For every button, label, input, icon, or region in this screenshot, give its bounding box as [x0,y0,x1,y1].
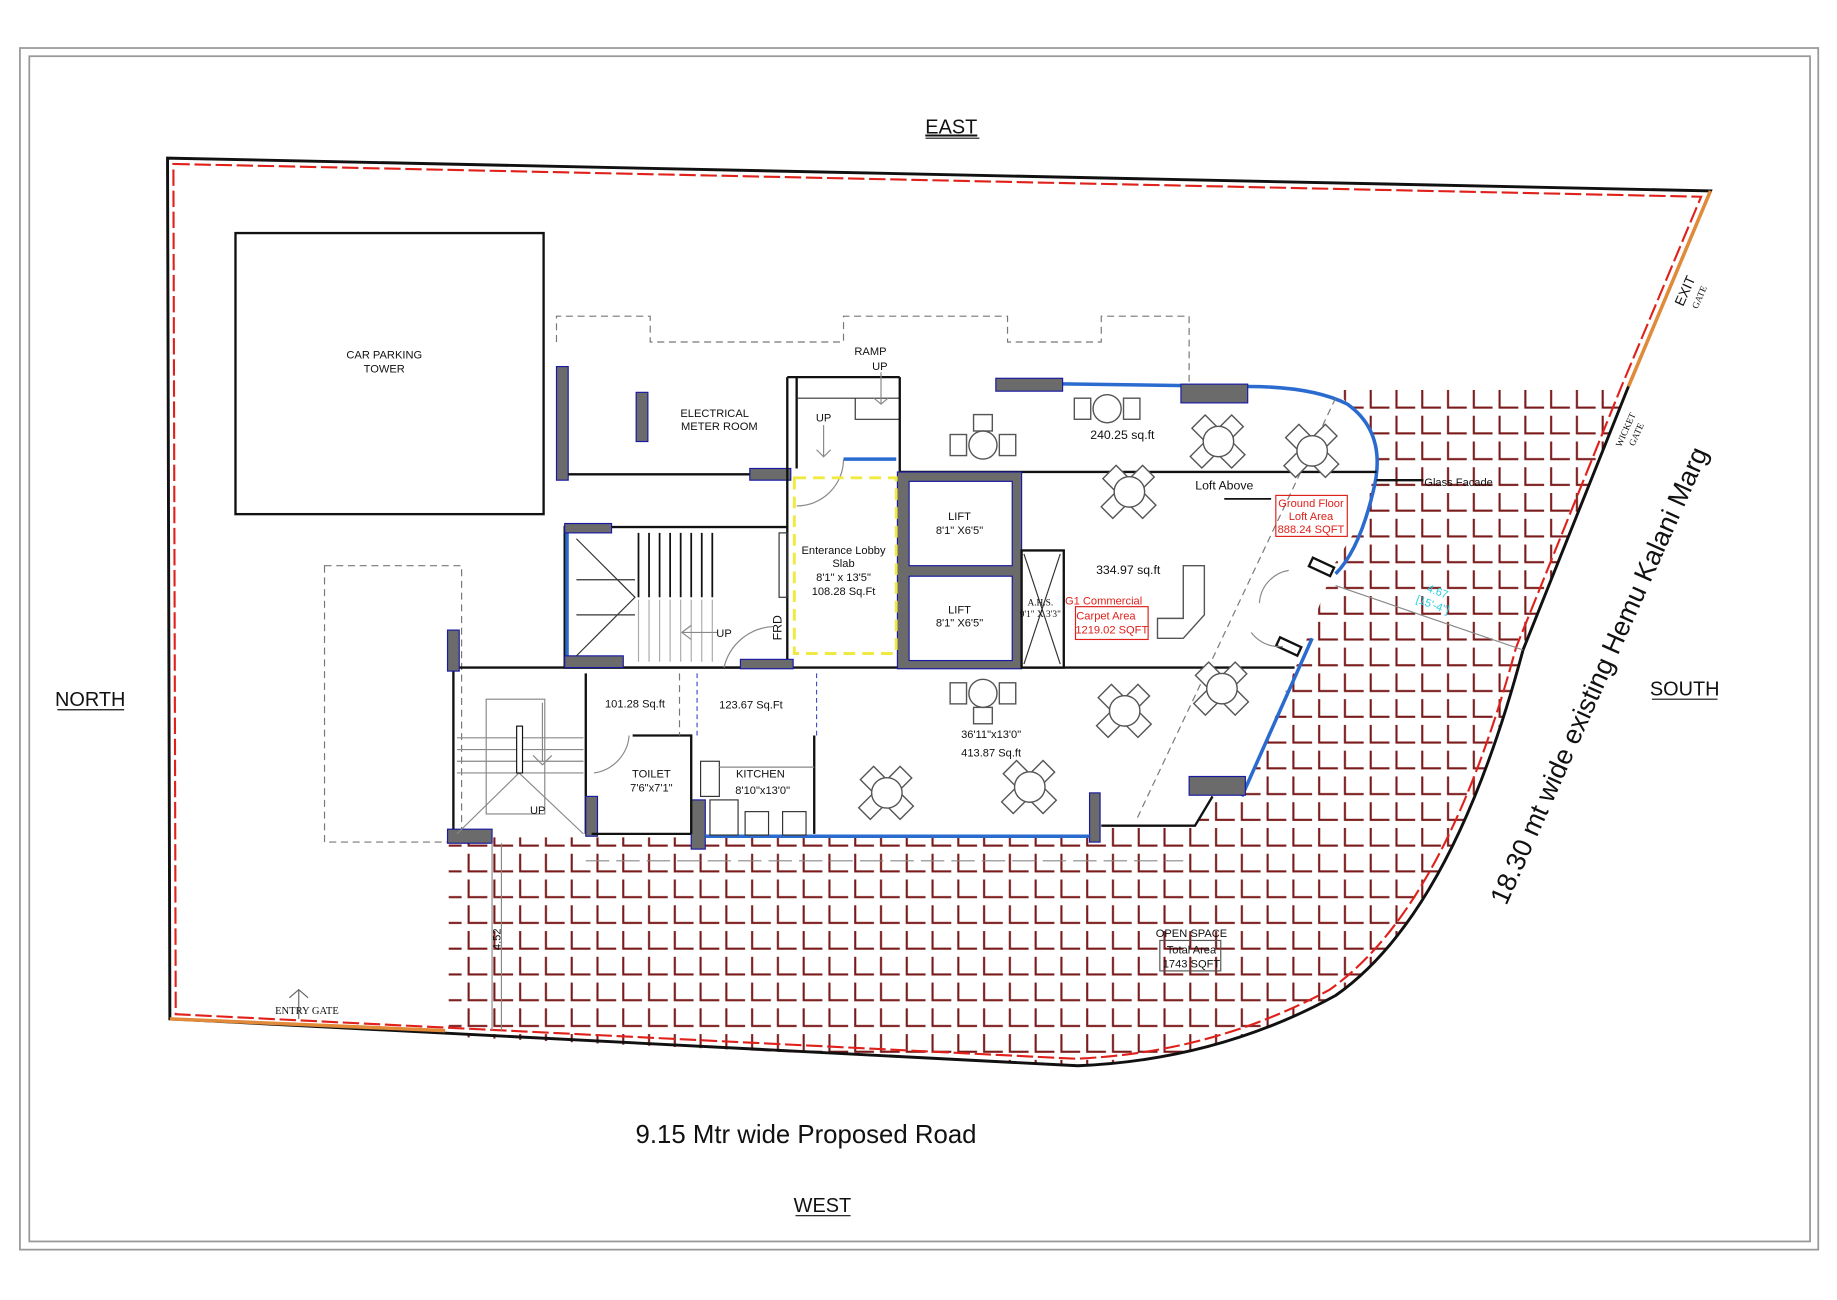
carpet-area-label: Carpet Area [1076,611,1136,623]
kitchen-size: 8'10"x13'0" [735,785,790,797]
area-101-label: 101.28 Sq.ft [605,698,665,710]
toilet-label: TOILET [632,769,671,781]
lobby-label-2: Slab [832,558,854,570]
loft-area-label-1: Ground Floor [1278,498,1344,510]
upper-outline-dashed [555,315,1190,387]
electrical-room [555,365,792,481]
lift-2 [908,575,1013,662]
loft-area-label-3: 888.24 SQFT [1278,524,1345,536]
plot-boundary [166,156,1713,1068]
up-label-stair: UP [716,628,731,640]
g1-commercial-label: G1 Commercial [1065,595,1142,607]
carpet-area-value: 1219.02 SQFT [1075,625,1148,637]
hall-area: 413.87 Sq.ft [961,748,1021,760]
up-label-lower: UP [530,805,545,817]
lift-1 [908,480,1013,567]
main-staircase [563,522,794,670]
ramp-label: RAMP [854,346,886,358]
sheet-border-outer [19,47,1820,1251]
compass-east: EAST [925,117,977,139]
glass-facade-label: Glass Facade [1424,477,1493,489]
open-space-hatch [448,386,1629,1066]
dining-table-4-seat [1000,759,1058,815]
loft-area-label-2: Loft Area [1289,511,1334,523]
ramp-stair [786,372,900,528]
ahs-label: A.H.S. [1027,598,1053,608]
lift2-size: 8'1" X6'5" [936,618,983,630]
dining-table-4-seat [1100,464,1157,520]
lower-block [446,629,1184,1031]
electrical-label-2: METER ROOM [681,421,758,433]
up-label-ramp: UP [816,413,831,425]
front-area-label: 240.25 sq.ft [1090,428,1155,442]
open-space-label: OPEN SPACE [1156,928,1227,940]
dimension-452: 4.52 [491,928,503,950]
lobby-area: 108.28 Sq.Ft [812,586,876,598]
dining-table-4-seat [1095,683,1153,739]
reception-desk [1156,564,1206,639]
car-parking-label-1: CAR PARKING [346,349,422,361]
carpet-area-box [1074,606,1149,641]
hall-size: 36'11"x13'0" [961,729,1021,741]
lift-core [896,471,1065,670]
lift1-size: 8'1" X6'5" [936,525,983,537]
entry-gate-arrow [288,988,309,1019]
furniture-layer [857,393,1340,821]
dining-table-4-seat [1192,661,1250,717]
frd-label: FRD [770,615,784,640]
dining-table [949,413,1017,460]
dining-table-4-seat [1189,414,1246,470]
commercial-outline [451,377,1524,843]
ahs-size: 9'1" X 3'3" [1020,610,1061,620]
sheet-border-inner [28,55,1811,1243]
compass-south: SOUTH [1650,679,1720,701]
loft-above-label: Loft Above [1195,479,1253,493]
area-123-label: 123.67 Sq.Ft [719,700,783,712]
lobby-label-1: Enterance Lobby [802,545,886,557]
toilet-size: 7'6"x7'1" [630,783,672,795]
compass-north: NORTH [55,689,125,711]
dining-table-4-seat [1282,423,1340,479]
dashed-area-left [323,565,463,843]
compass-west: WEST [794,1195,852,1217]
loft-area-box [1275,494,1348,537]
open-space-total-value: 1743 SQFT [1163,958,1221,970]
dining-table [949,678,1017,725]
dining-table-4-seat [857,765,915,821]
lobby-size: 8'1" x 13'5" [816,572,871,584]
car-parking-label-2: TOWER [364,363,405,375]
open-space-total-label: Total Area [1167,944,1217,956]
lift2-label: LIFT [948,605,971,617]
entry-gate-label: ENTRY GATE [275,1006,339,1017]
ramp-up-label: UP [872,361,887,373]
entrance-lobby [792,476,898,655]
road-bottom-label: 9.15 Mtr wide Proposed Road [636,1121,977,1149]
car-parking-tower [234,231,545,516]
kitchen-label: KITCHEN [736,769,785,781]
lift1-label: LIFT [948,511,971,523]
electrical-label-1: ELECTRICAL [680,408,749,420]
dining-table [1073,393,1141,424]
mid-area-label: 334.97 sq.ft [1096,563,1161,577]
open-space-box [1159,939,1222,972]
